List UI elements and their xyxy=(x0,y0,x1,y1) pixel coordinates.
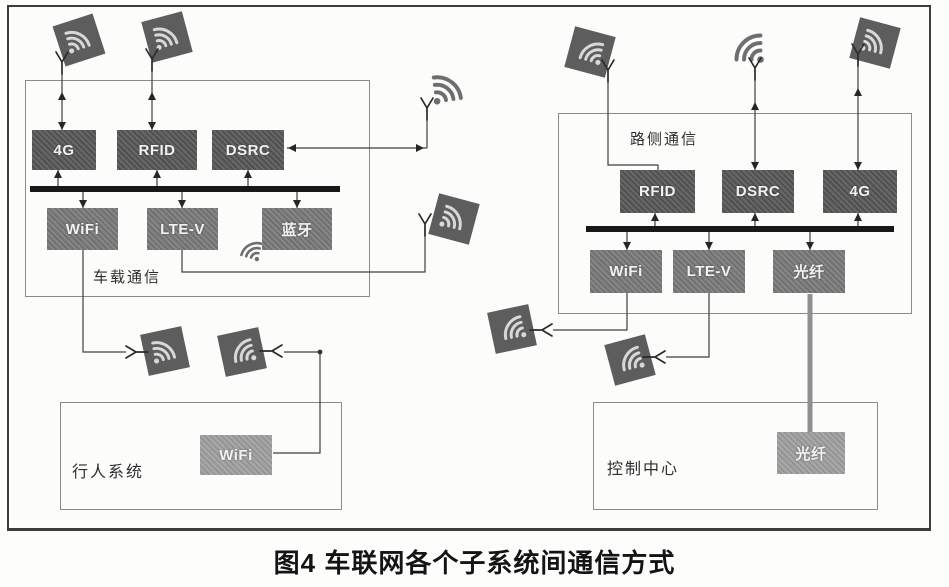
roadside-block-ltev: LTE-V xyxy=(673,250,745,293)
roadside-communication-box xyxy=(558,113,912,314)
arrowheads xyxy=(54,88,862,250)
antenna-icon xyxy=(487,304,537,354)
wire-wifi-to-control xyxy=(553,293,628,331)
arrow-down xyxy=(806,242,814,250)
arrow-down xyxy=(705,242,713,250)
vehicle-block-4g: 4G xyxy=(32,130,96,170)
vehicle-block-dsrc: DSRC xyxy=(212,130,284,170)
wire-junction-dot xyxy=(317,349,323,355)
arrow-down xyxy=(854,162,862,170)
vehicle-block-wifi: WiFi xyxy=(47,208,118,250)
vehicle-block-ltev: LTE-V xyxy=(147,208,218,250)
vehicle-box-label: 车载通信 xyxy=(93,269,162,286)
vehicle-block-rfid: RFID xyxy=(117,130,197,170)
roadside-block-4g: 4G xyxy=(823,170,897,213)
wire-wifi-to-pedestrian xyxy=(82,250,126,353)
pedestrian-system-box xyxy=(60,402,342,510)
antenna-icon xyxy=(428,193,479,244)
wifi-signal-arcs-icon xyxy=(239,238,265,264)
vehicle-bus-bar xyxy=(30,186,340,192)
arrow-up xyxy=(153,170,161,178)
wire-ltev-antenna-vehicle xyxy=(181,236,426,273)
arrow-up xyxy=(54,170,62,178)
arrow-up xyxy=(148,92,156,100)
arrow-down xyxy=(751,162,759,170)
wifi-signal-arcs-icon xyxy=(428,72,464,107)
arrow-left xyxy=(288,144,296,152)
arrow-down xyxy=(148,122,156,130)
pedestrian-box-label: 行人系统 xyxy=(72,464,145,481)
control-block-fiber: 光纤 xyxy=(777,432,845,474)
wire-dsrc-antenna-vehicle xyxy=(287,120,428,149)
vehicle-block-bluetooth: 蓝牙 xyxy=(262,208,332,250)
vehicle-communication-box xyxy=(25,80,370,297)
arrow-up xyxy=(651,213,659,221)
arrow-down xyxy=(58,122,66,130)
wire-bus-bottomblocks-roadside xyxy=(626,232,811,250)
arrow-down xyxy=(623,242,631,250)
control-center-box xyxy=(593,402,878,510)
connection-lines xyxy=(57,66,859,454)
arrow-up xyxy=(854,88,862,96)
arrow-down xyxy=(293,200,301,208)
arrow-up xyxy=(751,102,759,110)
antenna-icon xyxy=(217,327,267,377)
roadside-block-wifi: WiFi xyxy=(590,250,662,293)
roadside-block-rfid: RFID xyxy=(620,170,695,213)
roadside-box-label: 路侧通信 xyxy=(630,131,699,148)
roadside-block-fiber: 光纤 xyxy=(773,250,845,293)
pedestrian-block-wifi: WiFi xyxy=(200,435,272,475)
antenna-icon xyxy=(849,17,900,68)
antenna-y-icon xyxy=(748,57,762,81)
figure-caption: 图4 车联网各个子系统间通信方式 xyxy=(273,548,676,578)
antenna-icon xyxy=(604,334,655,385)
roadside-block-dsrc: DSRC xyxy=(722,170,794,213)
arrow-up xyxy=(58,92,66,100)
arrow-up xyxy=(244,170,252,178)
roadside-bus-bar xyxy=(586,226,894,232)
arrow-down xyxy=(79,200,87,208)
wire-antenna-pedestrian-wifi xyxy=(273,351,321,454)
arrow-up xyxy=(854,213,862,221)
wire-ltev-to-control xyxy=(666,293,710,358)
arrow-up xyxy=(751,213,759,221)
control-box-label: 控制中心 xyxy=(607,461,680,478)
antenna-y-icon xyxy=(420,97,434,121)
wire-antenna-rfid-roadside xyxy=(607,82,659,170)
antenna-icon xyxy=(140,326,190,376)
wire-bus-bottomblocks-vehicle xyxy=(82,192,298,208)
arrow-right xyxy=(416,144,424,152)
arrow-down xyxy=(178,200,186,208)
